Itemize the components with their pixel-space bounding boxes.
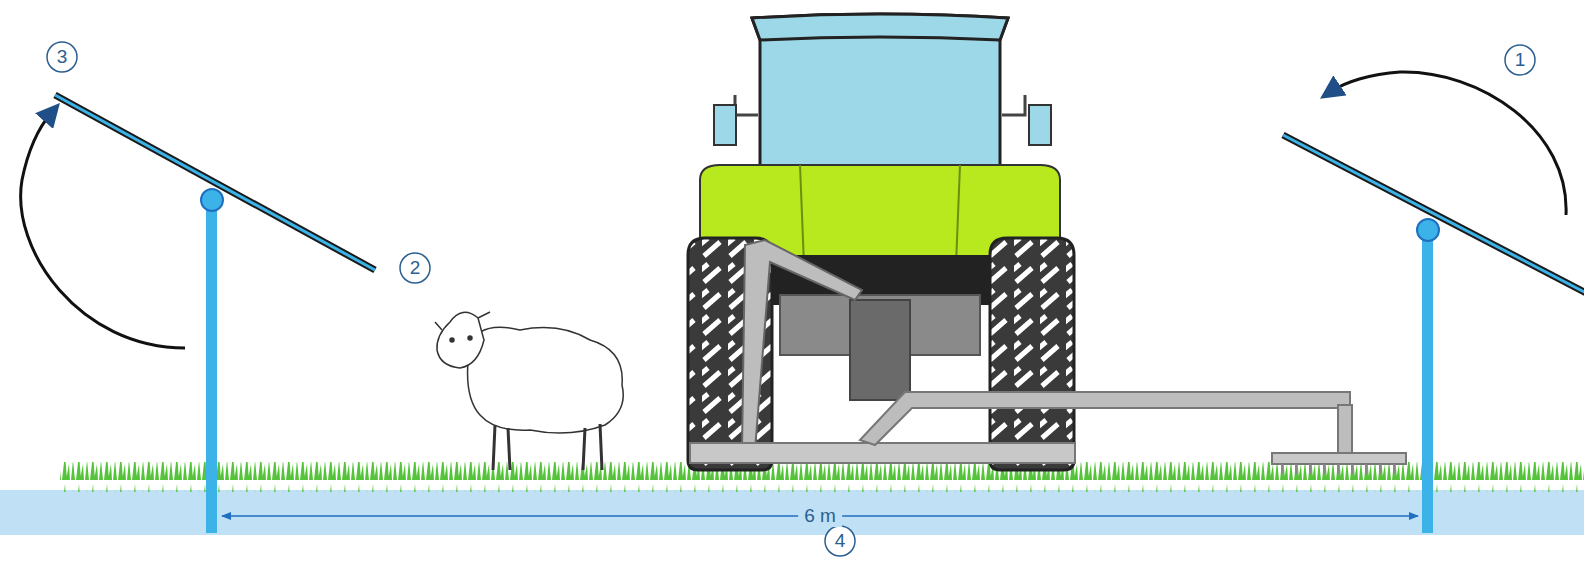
callout-number: 2 (410, 257, 421, 279)
callout-circle (47, 42, 77, 72)
sheep (435, 312, 623, 470)
rotation-arrow (1330, 72, 1566, 215)
ground-band (0, 490, 1584, 535)
post (1422, 230, 1433, 533)
solar-panel (1283, 135, 1584, 295)
rotation-arrow (21, 112, 185, 348)
tractor (688, 14, 1406, 474)
callout-circle (825, 526, 855, 556)
grass (60, 462, 1584, 492)
callout-number: 4 (835, 530, 846, 552)
callout-circles (47, 42, 1535, 556)
pivot (201, 189, 223, 211)
solar-panel-face (55, 95, 375, 270)
callout-number: 3 (57, 46, 68, 68)
solar-panel-face (1283, 135, 1584, 295)
callout-number: 1 (1515, 49, 1526, 71)
dimension-label: 6 m (798, 505, 842, 527)
post (206, 200, 217, 533)
callout-circle (400, 253, 430, 283)
solar-panel (55, 95, 375, 270)
callout-circle (1505, 45, 1535, 75)
pivot (1417, 219, 1439, 241)
